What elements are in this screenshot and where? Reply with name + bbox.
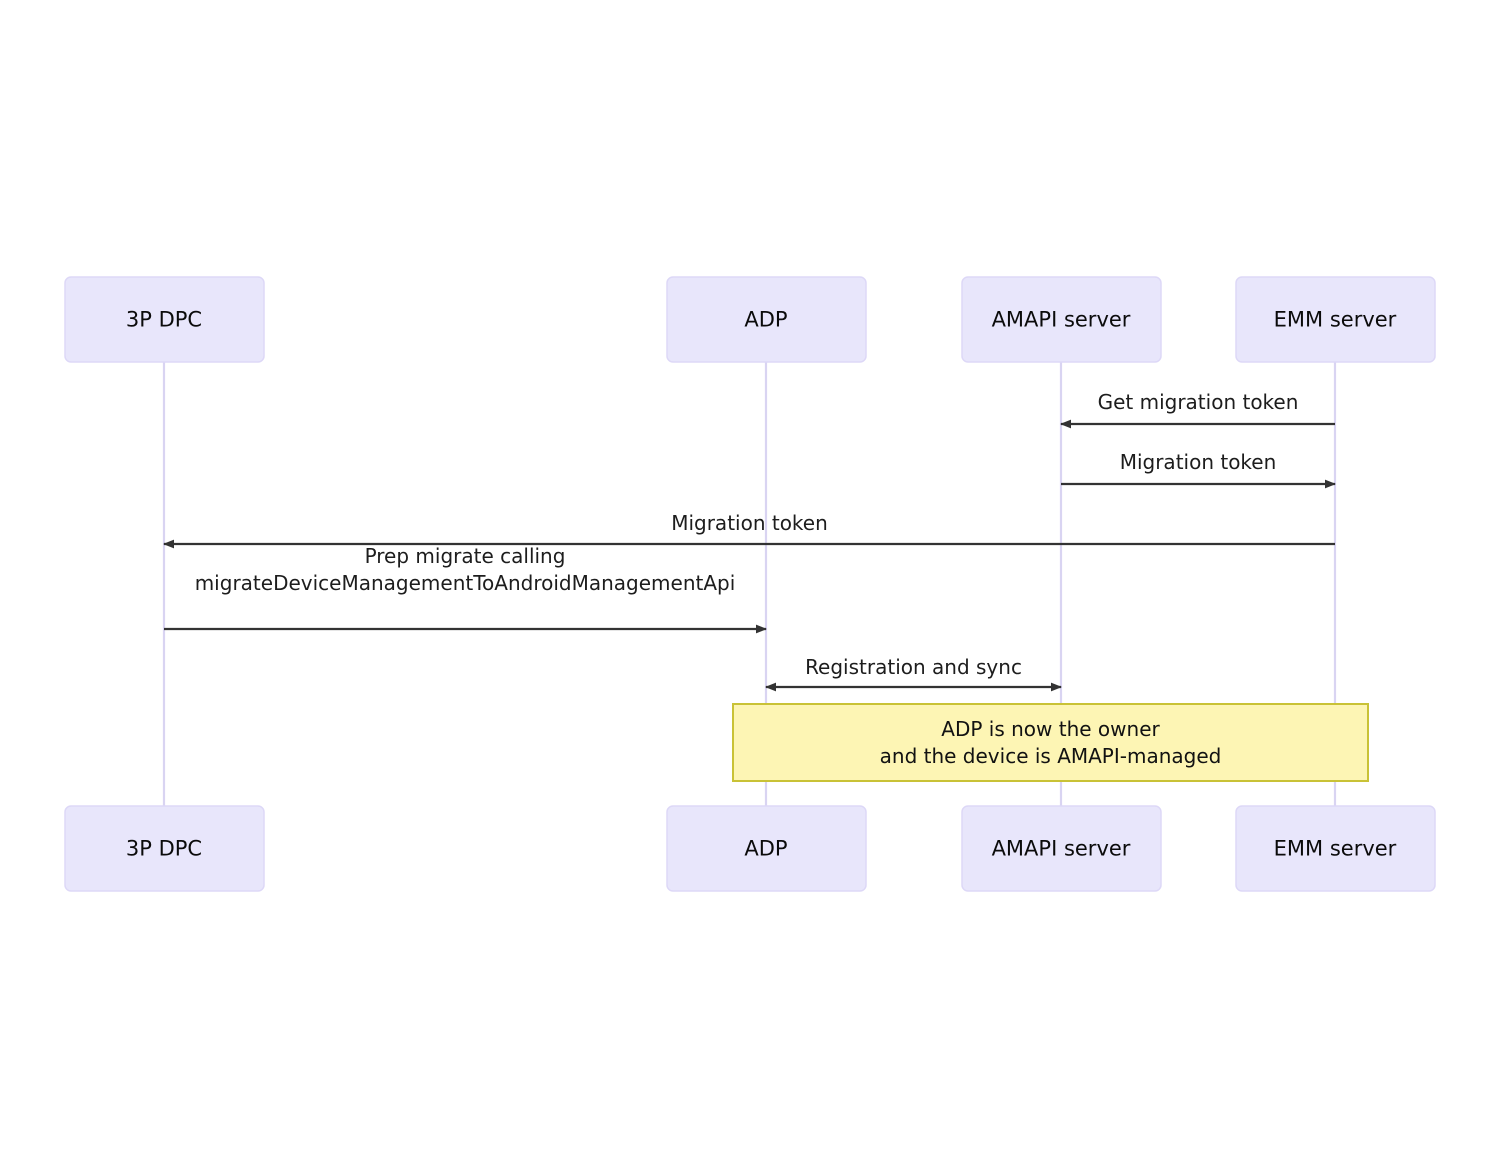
message-label: Migration token <box>671 511 828 535</box>
message-label: Registration and sync <box>805 655 1022 679</box>
message-m4[interactable]: Prep migrate calling migrateDeviceManagem… <box>164 544 767 634</box>
notes-group: ADP is now the owner and the device is AM… <box>732 703 1369 782</box>
participant-box <box>64 276 265 363</box>
participant-box <box>961 805 1162 892</box>
participant-adp-top[interactable]: ADP <box>666 276 867 363</box>
participant-box <box>666 276 867 363</box>
message-m5[interactable]: Registration and sync <box>765 655 1062 692</box>
participant-label: AMAPI server <box>992 308 1131 332</box>
participant-dpc-top[interactable]: 3P DPC <box>64 276 265 363</box>
participant-box <box>1235 805 1436 892</box>
participant-adp-bottom[interactable]: ADP <box>666 805 867 892</box>
participant-box <box>961 276 1162 363</box>
message-m3[interactable]: Migration token <box>163 511 1335 549</box>
participant-label: EMM server <box>1274 837 1397 861</box>
participant-amapi-top[interactable]: AMAPI server <box>961 276 1162 363</box>
note-line: and the device is AMAPI-managed <box>880 744 1222 768</box>
participant-emm-bottom[interactable]: EMM server <box>1235 805 1436 892</box>
participant-box <box>1235 276 1436 363</box>
message-m2[interactable]: Migration token <box>1061 450 1336 489</box>
participant-emm-top[interactable]: EMM server <box>1235 276 1436 363</box>
message-m1[interactable]: Get migration token <box>1060 390 1335 429</box>
participant-box <box>64 805 265 892</box>
message-label: Prep migrate calling <box>365 544 566 568</box>
participant-dpc-bottom[interactable]: 3P DPC <box>64 805 265 892</box>
participant-label: ADP <box>744 837 787 861</box>
message-label: Get migration token <box>1098 390 1299 414</box>
message-label: Migration token <box>1120 450 1277 474</box>
participant-label: EMM server <box>1274 308 1397 332</box>
note-line: ADP is now the owner <box>941 717 1160 741</box>
participant-label: 3P DPC <box>126 308 202 332</box>
message-label: migrateDeviceManagementToAndroidManageme… <box>195 571 736 595</box>
participant-box <box>666 805 867 892</box>
note-box <box>732 703 1369 782</box>
participant-label: 3P DPC <box>126 837 202 861</box>
participant-label: AMAPI server <box>992 837 1131 861</box>
participant-label: ADP <box>744 308 787 332</box>
note-n1: ADP is now the owner and the device is AM… <box>732 703 1369 782</box>
participant-amapi-bottom[interactable]: AMAPI server <box>961 805 1162 892</box>
